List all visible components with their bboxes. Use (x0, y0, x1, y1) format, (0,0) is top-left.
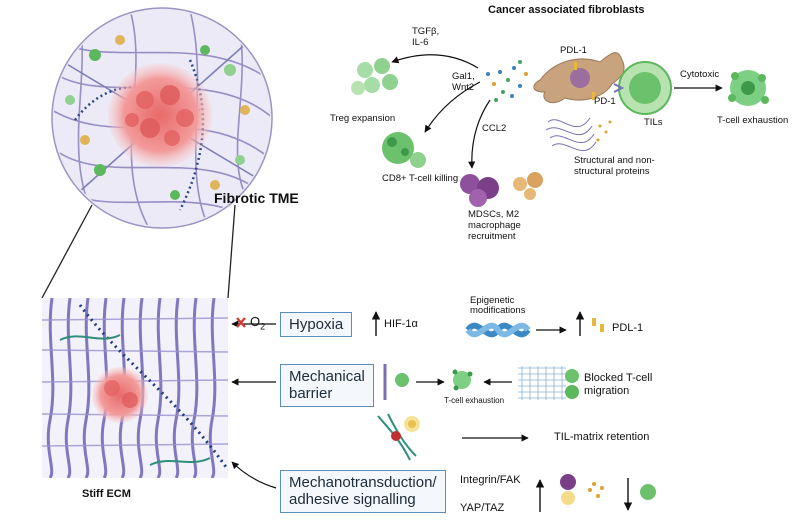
mechanical-label-2: barrier (289, 385, 333, 403)
til-matrix-icon (377, 413, 420, 461)
o2-label: O2 (250, 314, 266, 332)
hypoxia-box: Hypoxia (280, 312, 353, 338)
dna-helix-icon (465, 322, 531, 338)
yap-taz-label: YAP/TAZ (460, 502, 505, 514)
tcell-icon (640, 484, 656, 500)
blocked-label-1: Blocked T-cell (584, 372, 653, 384)
structural-proteins-icon (545, 117, 612, 152)
caf-cell-icon (533, 52, 625, 104)
mechanotransduction-box: Mechanotransduction/ adhesive signalling (280, 470, 446, 513)
arrow-mdsc (468, 99, 491, 169)
connector-right (227, 204, 236, 299)
caf-title: Cancer associated fibroblasts (488, 4, 645, 16)
hif-label: HIF-1α (384, 318, 418, 330)
t-exhaustion-small-label: T-cell exhaustion (444, 396, 505, 405)
fibrotic-tme-label: Fibrotic TME (214, 190, 299, 206)
arrow-treg (391, 54, 479, 69)
cross-icon (236, 317, 246, 328)
fiber-with-tcell-icon (383, 364, 409, 400)
structural-label-1: Structural and non- (574, 155, 655, 166)
cd8-label: CD8+ T-cell killing (382, 173, 459, 184)
t-exhaustion-label: T-cell exhaustion (717, 115, 789, 126)
wnt2-label: Wnt2 (452, 82, 475, 93)
ccl2-label: CCL2 (482, 123, 507, 134)
epigenetic-label-2: modifications (470, 305, 526, 316)
stiff-ecm-label: Stiff ECM (82, 488, 131, 500)
blocked-label-2: migration (584, 385, 630, 397)
exhausted-tcell-icon (728, 70, 769, 106)
tgfb-label: TGFβ, (412, 26, 440, 37)
mdsc-label-2: macrophage (468, 220, 521, 231)
pdl1-label-top: PDL-1 (560, 45, 587, 56)
mdsc-label-3: recruitment (468, 231, 516, 242)
integrin-label: Integrin/FAK (460, 474, 521, 486)
arrow-mechano-ecm (231, 461, 277, 489)
mechano-label-1: Mechanotransduction/ (289, 474, 437, 491)
arrow-cd8 (424, 81, 481, 133)
treg-label: Treg expansion (330, 113, 396, 124)
small-exhausted-tcell-icon (452, 369, 473, 391)
stiff-ecm-block (42, 298, 228, 478)
treg-cells-icon (351, 58, 398, 95)
blocked-tcells-icon (565, 369, 579, 399)
fibrotic-tme-circle (51, 7, 273, 229)
til-matrix-label: TIL-matrix retention (554, 431, 650, 443)
mechanical-label-1: Mechanical (289, 368, 365, 385)
cytotoxic-label: Cytotoxic (680, 69, 720, 80)
pdl1-label-bottom: PDL-1 (612, 322, 644, 334)
secretion-dots-icon (486, 60, 528, 102)
pd1-label: PD-1 (594, 96, 616, 107)
structural-label-2: structural proteins (574, 166, 650, 177)
gal1-label: Gal1, (452, 71, 475, 82)
pdl1-marker-icon (592, 318, 604, 332)
mechano-label-2: adhesive signalling (289, 491, 416, 509)
mesh-grid-icon (518, 366, 566, 400)
mechanical-barrier-box: Mechanical barrier (280, 364, 374, 407)
tils-label: TILs (644, 117, 663, 128)
mdsc-label-1: MDSCs, M2 (468, 209, 520, 220)
connector-left (41, 204, 93, 299)
cd8-cells-icon (382, 132, 426, 168)
il6-label: IL-6 (412, 37, 429, 48)
epigenetic-label-1: Epigenetic (470, 295, 515, 306)
til-cell-icon (613, 61, 672, 115)
mdsc-cells-icon (460, 172, 543, 207)
mechano-cells-icon (560, 474, 604, 505)
